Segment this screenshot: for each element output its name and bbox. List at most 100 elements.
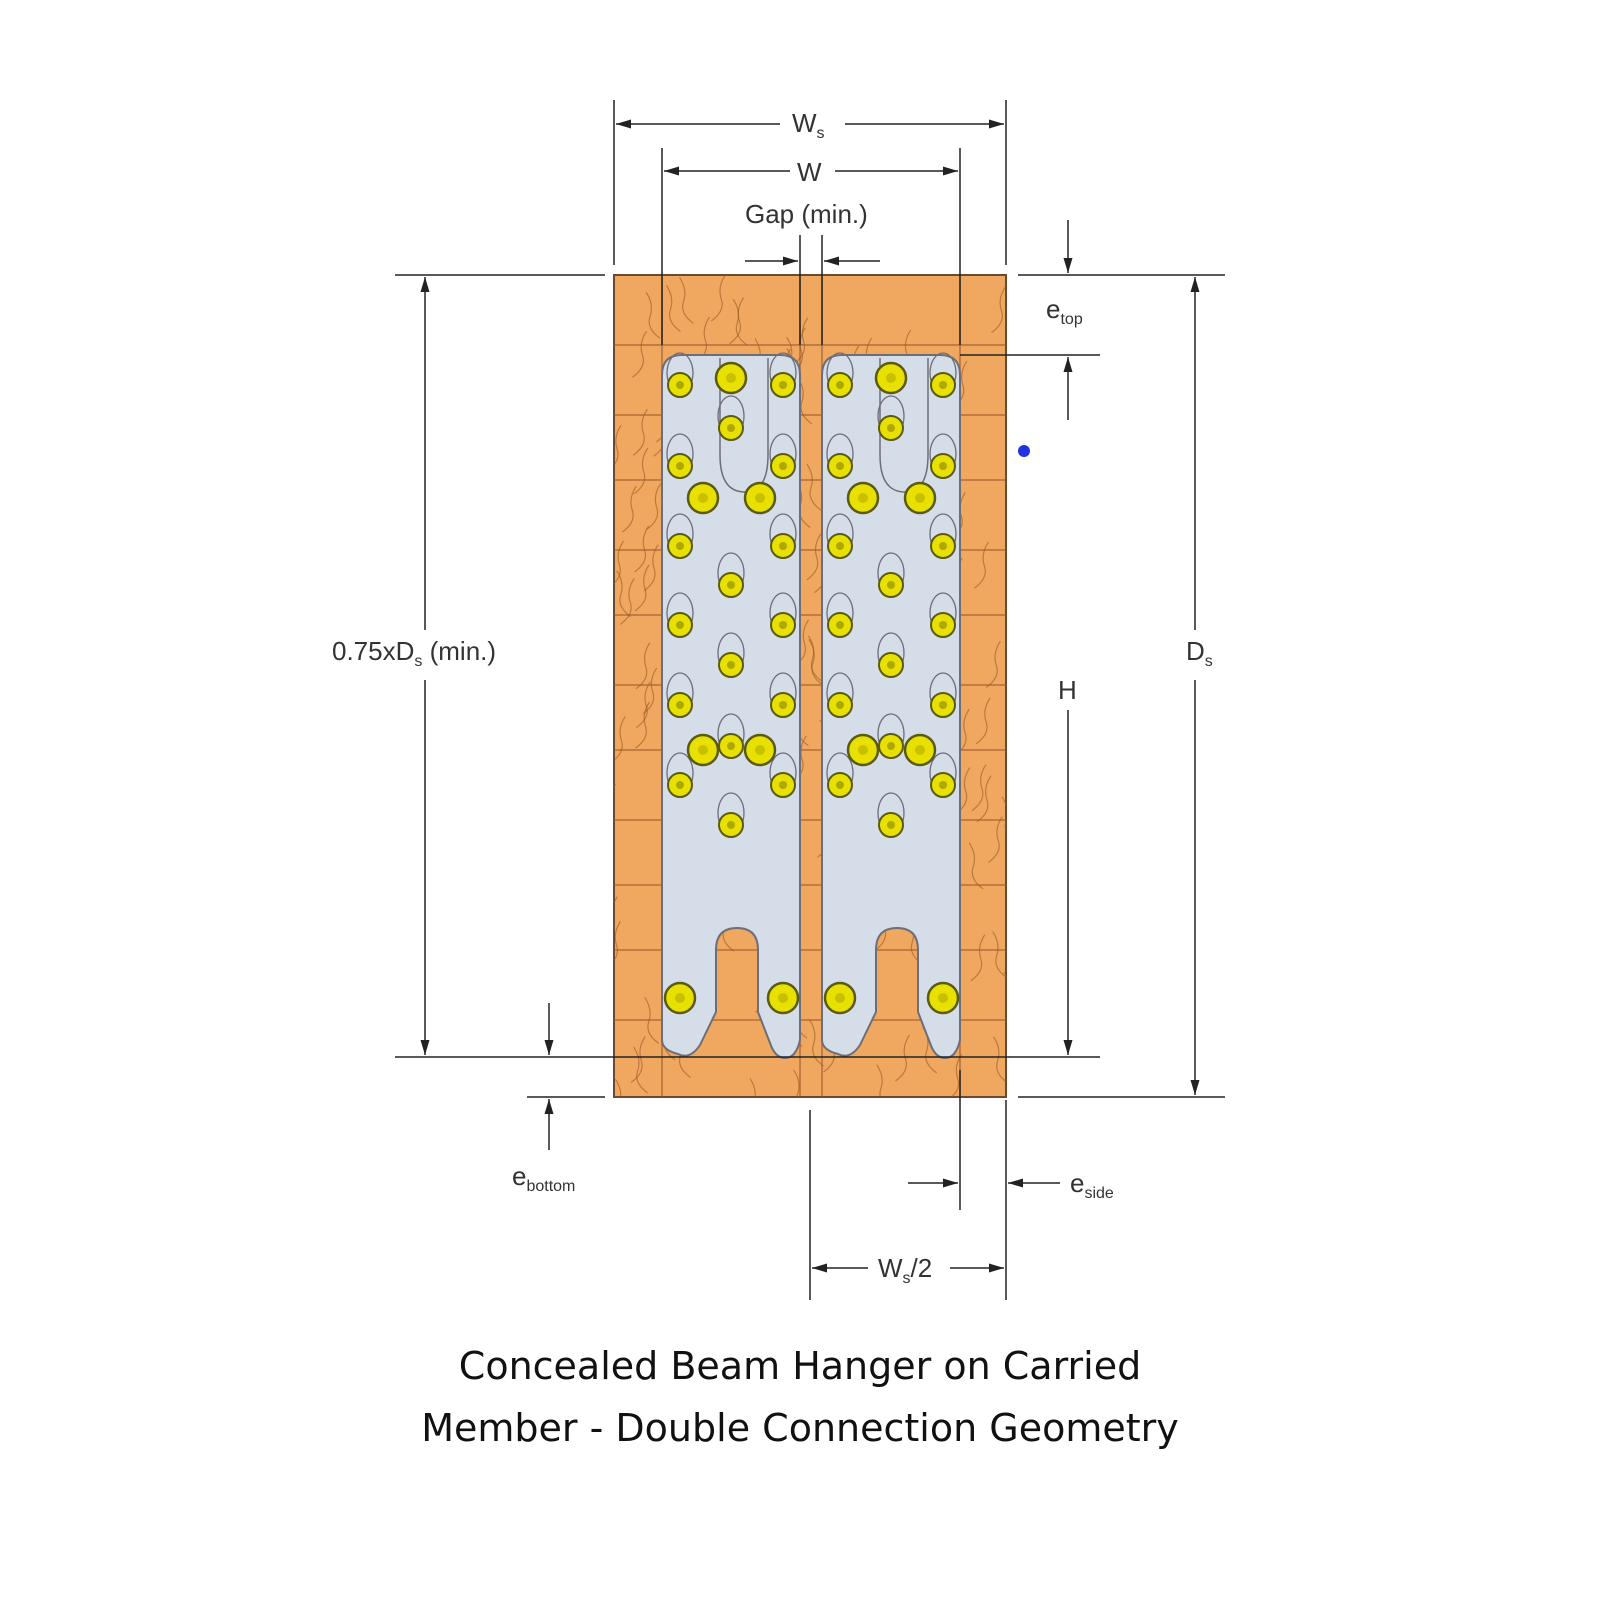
grain-stroke (619, 578, 635, 625)
screw-head (675, 993, 685, 1003)
grain-stroke (993, 1036, 1006, 1083)
screw-head (886, 373, 896, 383)
screw-head (939, 462, 947, 470)
grain-stroke (794, 619, 810, 667)
grain-stroke (793, 1069, 800, 1097)
label-gap: Gap (min.) (745, 199, 868, 229)
screw-head (915, 745, 925, 755)
grain-stroke (614, 675, 615, 677)
screw-head (676, 621, 684, 629)
screw-head (727, 424, 735, 432)
grain-stroke (970, 934, 986, 982)
grain-stroke (634, 564, 650, 612)
grain-stroke (954, 708, 970, 756)
grain-stroke (710, 275, 726, 322)
grain-stroke (797, 377, 813, 425)
screw-head (938, 993, 948, 1003)
screw-head (836, 701, 844, 709)
screw-head (835, 993, 845, 1003)
grain-stroke (616, 570, 632, 618)
grain-stroke (614, 715, 626, 761)
screw-head (939, 542, 947, 550)
grain-stroke (630, 1036, 646, 1083)
grain-stroke (635, 681, 651, 729)
label-ws: Ws (792, 108, 825, 142)
screw-head (887, 661, 895, 669)
label-ws-half: Ws/2 (878, 1253, 932, 1287)
screw-head (676, 462, 684, 470)
grain-stroke (635, 642, 651, 690)
grain-stroke (971, 764, 987, 812)
label-min-depth: 0.75xDs (min.) (332, 636, 496, 670)
screw-head (778, 993, 788, 1003)
screw-head (676, 781, 684, 789)
grain-stroke (621, 485, 637, 533)
screw-head (915, 493, 925, 503)
screw-head (698, 493, 708, 503)
screw-head (858, 493, 868, 503)
grain-stroke (955, 767, 971, 815)
label-etop: etop (1046, 294, 1083, 328)
grain-stroke (614, 1078, 622, 1097)
screw-head (755, 745, 765, 755)
marker-dot (1018, 445, 1030, 457)
grain-stroke (749, 1078, 756, 1097)
grain-stroke (732, 298, 748, 346)
label-ebottom: ebottom (512, 1161, 575, 1195)
dimension-labels: Ws W Gap (min.) etop H Ds 0.75xDs (min.)… (328, 105, 1220, 1287)
screw-head (836, 781, 844, 789)
grain-stroke (729, 297, 745, 345)
screw-head (887, 424, 895, 432)
screw-head (939, 621, 947, 629)
screw-head (939, 381, 947, 389)
grain-stroke (986, 640, 1001, 688)
screw-head (727, 581, 735, 589)
caption-line-1: Concealed Beam Hanger on Carried (458, 1344, 1142, 1388)
grain-stroke (614, 920, 622, 962)
screw-head (939, 781, 947, 789)
screw-head (887, 581, 895, 589)
fasteners (663, 352, 960, 1015)
grain-stroke (807, 635, 823, 683)
grain-stroke (632, 408, 648, 456)
screw-head (676, 381, 684, 389)
label-h: H (1058, 675, 1077, 705)
grain-stroke (950, 1053, 963, 1097)
screw-head (836, 381, 844, 389)
grain-stroke (633, 447, 649, 495)
grain-stroke (665, 285, 681, 332)
grain-stroke (634, 525, 650, 573)
grain-stroke (976, 775, 992, 823)
screw-head (858, 745, 868, 755)
grain-stroke (991, 286, 1006, 334)
grain-stroke (643, 544, 659, 592)
grain-stroke (793, 317, 809, 365)
caption-line-2: Member - Double Connection Geometry (421, 1406, 1179, 1450)
grain-stroke (644, 997, 660, 1044)
grain-stroke (646, 483, 662, 530)
screw-head (779, 542, 787, 550)
grain-stroke (633, 1046, 648, 1094)
grain-stroke (806, 533, 822, 581)
screw-head (779, 781, 787, 789)
grain-stroke (642, 667, 658, 715)
screw-head (836, 462, 844, 470)
grain-stroke (645, 291, 661, 339)
screw-head (676, 701, 684, 709)
grain-stroke (808, 638, 824, 686)
grain-stroke (614, 540, 624, 585)
screw-head (779, 381, 787, 389)
figure-caption: Concealed Beam Hanger on Carried Member … (0, 1335, 1600, 1459)
dimension-lines (395, 100, 1225, 1300)
grain-stroke (1001, 796, 1006, 833)
screw-head (726, 373, 736, 383)
grain-stroke (968, 842, 984, 890)
grain-stroke (632, 330, 647, 378)
screw-head (779, 701, 787, 709)
screw-head (727, 661, 735, 669)
screw-head (836, 542, 844, 550)
grain-stroke (974, 541, 989, 589)
grain-stroke (876, 1064, 883, 1097)
label-w: W (797, 157, 822, 187)
